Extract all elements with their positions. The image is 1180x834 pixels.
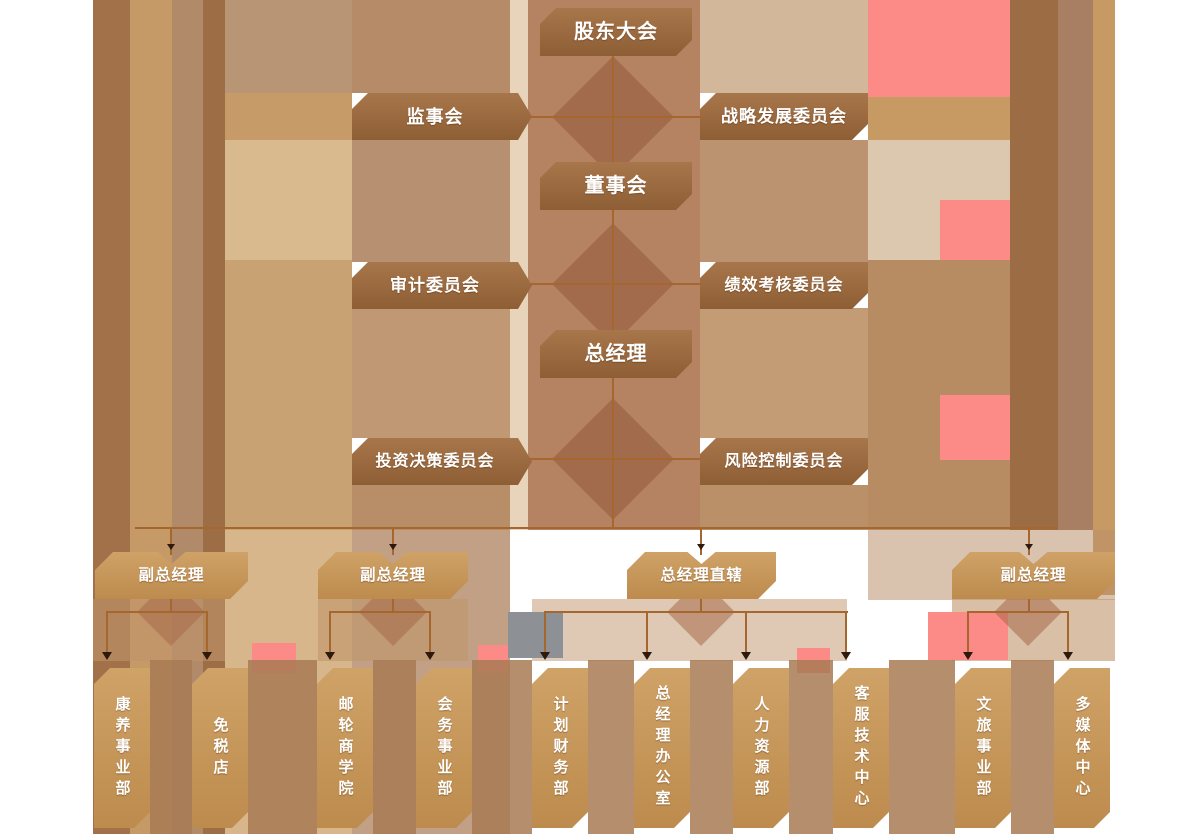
- connector-line: [967, 611, 1069, 613]
- connector-line: [967, 613, 969, 656]
- connector-line: [646, 613, 648, 656]
- bg-patch: [248, 660, 317, 834]
- connector-line: [329, 613, 331, 656]
- connector-line: [700, 529, 702, 555]
- bg-patch: [352, 485, 510, 530]
- node-shareholders-meeting: 股东大会: [540, 8, 692, 56]
- bg-patch: [225, 140, 352, 260]
- arrowhead-icon: [642, 652, 652, 660]
- bg-patch: [508, 612, 563, 658]
- bg-patch: [472, 660, 532, 834]
- arrowhead-icon: [325, 652, 335, 660]
- node-dept-customer-service-tech-center: 客服技术中心: [833, 668, 889, 828]
- connector-line: [512, 283, 702, 285]
- node-dept-culture-tourism-division: 文旅事业部: [955, 668, 1011, 828]
- node-dept-gm-office: 总经理办公室: [634, 668, 690, 828]
- connector-line: [1067, 613, 1069, 656]
- connector-line: [429, 613, 431, 656]
- node-general-manager: 总经理: [540, 330, 692, 378]
- bg-patch: [225, 93, 352, 140]
- node-audit-committee: 审计委员会: [352, 262, 532, 309]
- bg-patch: [352, 140, 510, 262]
- connector-line: [612, 210, 614, 330]
- node-dept-cruise-business-school: 邮轮商学院: [317, 668, 373, 828]
- connector-line: [170, 599, 172, 613]
- bg-patch: [690, 660, 733, 834]
- bg-patch: [225, 0, 352, 93]
- bg-patch: [150, 660, 192, 834]
- arrowhead-icon: [102, 652, 112, 660]
- connector-line: [392, 529, 394, 555]
- bg-patch: [1011, 660, 1054, 834]
- connector-line: [1028, 529, 1030, 555]
- connector-line: [512, 458, 702, 460]
- arrowhead-icon: [841, 652, 851, 660]
- bg-patch: [700, 0, 868, 93]
- bg-patch: [868, 97, 1010, 140]
- node-strategy-development-committee: 战略发展委员会: [700, 93, 868, 140]
- connector-line: [106, 611, 208, 613]
- bg-patch: [940, 395, 1010, 460]
- arrowhead-icon: [167, 544, 175, 550]
- bg-patch: [588, 660, 634, 834]
- bg-patch: [789, 660, 833, 834]
- node-supervisory-board: 监事会: [352, 93, 532, 140]
- node-dept-multimedia-center: 多媒体中心: [1054, 668, 1110, 828]
- node-dept-duty-free-store: 免税店: [192, 668, 248, 828]
- node-dept-planning-finance: 计划财务部: [532, 668, 588, 828]
- connector-line: [612, 378, 614, 528]
- connector-line: [544, 611, 848, 613]
- bg-patch: [700, 485, 868, 530]
- bg-patch: [700, 308, 868, 438]
- node-deputy-gm-1: 副总经理: [95, 552, 248, 599]
- arrowhead-icon: [1025, 544, 1033, 550]
- node-dept-human-resources: 人力资源部: [733, 668, 789, 828]
- arrowhead-icon: [202, 652, 212, 660]
- bg-patch: [700, 140, 868, 262]
- connector-line: [700, 599, 702, 613]
- connector-line: [845, 613, 847, 656]
- connector-line: [106, 613, 108, 656]
- arrowhead-icon: [425, 652, 435, 660]
- node-dept-conference-division: 会务事业部: [416, 668, 472, 828]
- connector-line: [1028, 599, 1030, 613]
- connector-line: [329, 611, 431, 613]
- node-dept-wellness-division: 康养事业部: [94, 668, 150, 828]
- arrowhead-icon: [1063, 652, 1073, 660]
- arrowhead-icon: [389, 544, 397, 550]
- bg-patch: [940, 200, 1010, 260]
- connector-line: [135, 527, 1058, 529]
- node-gm-direct: 总经理直辖: [627, 552, 776, 599]
- bg-patch: [1058, 0, 1093, 530]
- bg-patch: [1093, 0, 1115, 595]
- node-board-of-directors: 董事会: [540, 162, 692, 210]
- bg-patch: [225, 260, 352, 530]
- bg-patch: [352, 0, 528, 93]
- bg-patch: [868, 0, 1010, 97]
- connector-line: [170, 529, 172, 555]
- bg-patch: [373, 660, 416, 834]
- node-risk-control-committee: 风险控制委员会: [700, 438, 868, 485]
- bg-patch: [352, 308, 510, 438]
- arrowhead-icon: [540, 652, 550, 660]
- bg-patch: [889, 660, 955, 834]
- arrowhead-icon: [697, 544, 705, 550]
- connector-line: [392, 599, 394, 613]
- connector-line: [544, 613, 546, 656]
- connector-line: [206, 613, 208, 656]
- node-investment-decision-committee: 投资决策委员会: [352, 438, 532, 485]
- connector-line: [612, 56, 614, 162]
- arrowhead-icon: [963, 652, 973, 660]
- bg-patch: [1010, 0, 1058, 530]
- connector-line: [745, 613, 747, 656]
- node-performance-appraisal-committee: 绩效考核委员会: [700, 262, 868, 309]
- connector-line: [512, 116, 702, 118]
- arrowhead-icon: [741, 652, 751, 660]
